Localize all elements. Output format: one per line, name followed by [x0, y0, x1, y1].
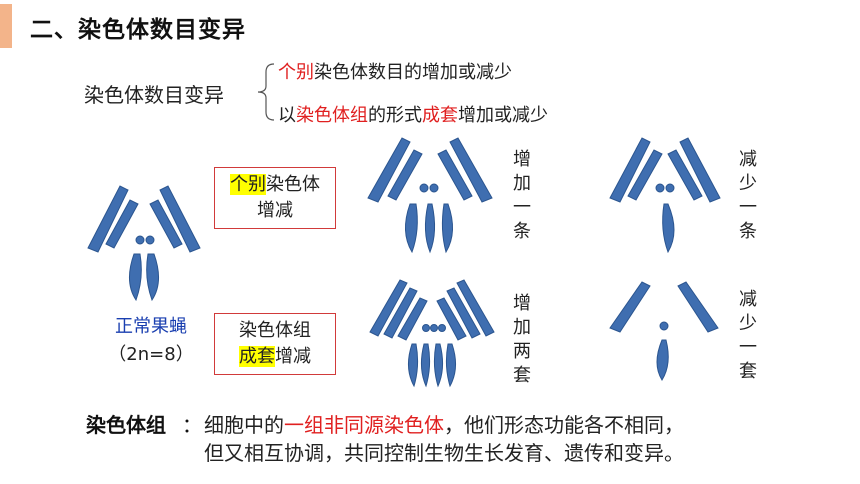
branch-red-text: 个别 [278, 62, 314, 83]
definition-line-2: 但又相互协调，共同控制生物生长发育、遗传和变异。 [204, 441, 684, 465]
definition-colon: ： [182, 413, 202, 437]
label-char: 一 [739, 197, 757, 218]
label-char: 减 [739, 149, 757, 170]
box-set-change: 染色体组 成套增减 [214, 313, 336, 375]
definition-term: 染色体组 [86, 413, 166, 437]
label-char: 减 [739, 289, 757, 310]
label-char: 条 [513, 221, 531, 242]
label-char: 少 [739, 313, 757, 334]
label-subtract-one-set: 减 少 一 套 [736, 288, 760, 384]
branch-text: 增加或减少 [458, 105, 548, 126]
label-char: 增 [513, 149, 531, 170]
branch-red-text: 染色体组 [296, 105, 368, 126]
branch-set: 以染色体组的形式成套增加或减少 [278, 101, 548, 127]
label-add-two-sets: 增 加 两 套 [510, 292, 534, 388]
label-add-one: 增 加 一 条 [510, 148, 534, 244]
section-title: 二、染色体数目变异 [30, 17, 246, 43]
branch-text: 以 [278, 105, 296, 126]
normal-fly-label: 正常果蝇 （2n=8） [86, 313, 216, 369]
label-char: 少 [739, 173, 757, 194]
label-char: 增 [513, 293, 531, 314]
label-char: 加 [513, 173, 531, 194]
highlight-text: 成套 [239, 346, 275, 367]
label-char: 一 [513, 197, 531, 218]
label-char: 条 [739, 221, 757, 242]
branch-text: 染色体数目的增加或减少 [314, 62, 512, 83]
main-label: 染色体数目变异 [84, 83, 224, 107]
box-text: 染色体 [266, 174, 320, 195]
branch-text: 的形式 [368, 105, 422, 126]
add-two-sets-figure [369, 279, 495, 388]
title-accent-bar [0, 4, 12, 48]
definition-text: 细胞中的 [204, 413, 284, 437]
subtract-one-set-figure [609, 281, 719, 381]
subtract-one-figure [609, 137, 721, 254]
fly-name: 正常果蝇 [115, 316, 187, 337]
box-text: 增减 [257, 200, 293, 221]
fly-karyotype: （2n=8） [108, 344, 194, 365]
branch-individual: 个别染色体数目的增加或减少 [278, 58, 512, 84]
definition-text: ，他们形态功能各不相同， [444, 413, 684, 437]
normal-karyotype-figure [87, 185, 201, 302]
label-char: 两 [513, 341, 531, 362]
definition-line-1: 细胞中的一组非同源染色体，他们形态功能各不相同， [204, 409, 684, 438]
box-text: 染色体组 [239, 320, 311, 341]
box-individual-change: 个别染色体 增减 [214, 167, 336, 229]
label-char: 一 [739, 337, 757, 358]
brace-icon [257, 63, 275, 121]
label-char: 套 [513, 365, 531, 386]
label-char: 加 [513, 317, 531, 338]
highlight-text: 个别 [230, 174, 266, 195]
label-subtract-one: 减 少 一 条 [736, 148, 760, 244]
label-char: 套 [739, 361, 757, 382]
branch-red-text: 成套 [422, 105, 458, 126]
box-text: 增减 [275, 346, 311, 367]
definition-red-text: 一组非同源染色体 [284, 413, 444, 437]
add-one-figure [367, 137, 493, 254]
